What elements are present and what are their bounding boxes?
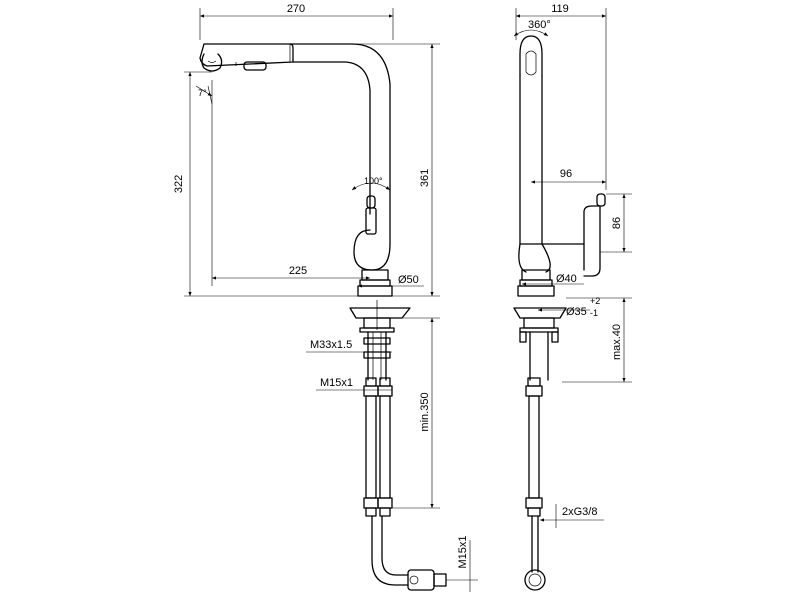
- front-view: 270 322 361 225 Ø50 100° 7° M33x1.5 M15x…: [173, 3, 478, 592]
- dim-spray-angle: 7°: [198, 88, 207, 98]
- dim-body-diameter: Ø40: [556, 273, 577, 285]
- dim-hole-tol-minus: -1: [590, 308, 598, 318]
- dim-min-length: min.350: [419, 392, 431, 431]
- front-faucet-body: [199, 43, 393, 297]
- side-dimensions: [515, 8, 632, 528]
- side-hoses: [524, 377, 546, 591]
- dim-width-total: 270: [287, 3, 305, 15]
- front-dimensions: [184, 8, 478, 592]
- dim-depth-total: 119: [551, 3, 569, 15]
- dim-rotation: 360°: [528, 19, 551, 31]
- side-mount: [513, 307, 567, 381]
- dim-height-total: 322: [173, 175, 185, 193]
- front-hoses: [363, 377, 447, 591]
- dim-thread-outlet: M15x1: [457, 535, 469, 568]
- dim-height-overall: 361: [419, 169, 431, 187]
- dim-spout-reach: 225: [289, 265, 307, 277]
- side-view: 119 360° 96 86 Ø40 Ø35 +2 -1 max.40 2xG3…: [513, 3, 632, 591]
- dim-thread-hose: M15x1: [320, 377, 353, 389]
- dim-connection: 2xG3/8: [562, 506, 597, 518]
- dim-lever-angle: 100°: [364, 176, 383, 186]
- front-mount: [349, 300, 411, 381]
- side-faucet-body: [513, 29, 606, 297]
- dim-thread-main: M33x1.5: [310, 339, 352, 351]
- dim-base-diameter: Ø50: [398, 274, 419, 286]
- dim-lever-reach: 96: [560, 168, 572, 180]
- dim-counter-max: max.40: [611, 324, 623, 360]
- dim-hole-diameter: Ø35: [566, 306, 587, 318]
- dim-hole-tol-plus: +2: [590, 296, 600, 306]
- dim-lever-height: 86: [611, 217, 623, 229]
